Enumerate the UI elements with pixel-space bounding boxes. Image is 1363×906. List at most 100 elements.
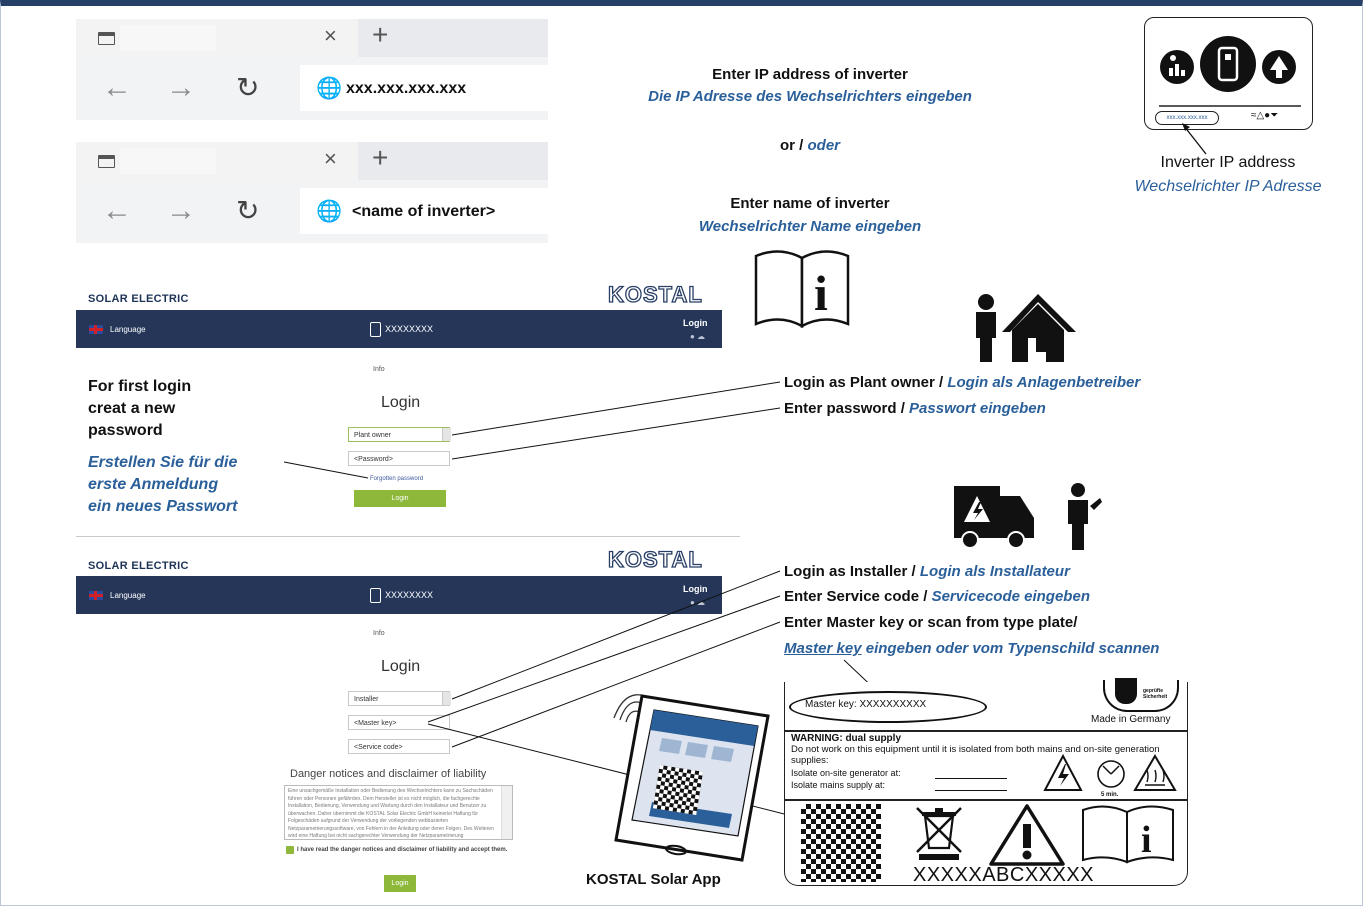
- reload-icon[interactable]: ↻: [236, 195, 260, 226]
- enter-ip-de: Die IP Adresse des Wechselrichters einge…: [648, 88, 972, 105]
- inverter-display: xxx.xxx.xxx.xxx ≈△●⏷: [1144, 17, 1313, 130]
- owner-password-de: Passwort eingeben: [909, 400, 1046, 417]
- accept-checkbox[interactable]: [286, 846, 294, 854]
- owner-login-en: Login as Plant owner /: [784, 374, 944, 391]
- device-icon: [370, 322, 381, 337]
- globe-icon: 🌐: [316, 77, 343, 100]
- master-key-field[interactable]: <Master key>: [348, 715, 450, 730]
- tab-window-icon: [98, 155, 115, 168]
- new-tab-icon[interactable]: +: [372, 19, 389, 50]
- danger-notice-text[interactable]: Eine unsachgemäße Installation oder Bedi…: [284, 785, 513, 840]
- certification-text: geprüfte Sicherheit: [1143, 688, 1168, 700]
- master-key-step-en: Enter Master key or scan from type plate…: [784, 614, 1078, 631]
- first-login-en-3: password: [88, 422, 163, 439]
- datamatrix-code: [801, 804, 881, 882]
- or-line: or / oder: [710, 137, 910, 154]
- manual-info-icon: i: [754, 250, 850, 329]
- owner-password-en: Enter password /: [784, 400, 905, 417]
- kostal-logo: KOSTAL: [607, 546, 703, 572]
- installer-login-de: Login als Installateur: [919, 563, 1070, 580]
- kostal-logo: KOSTAL: [607, 281, 703, 307]
- login-title: Login: [381, 658, 421, 675]
- header-login-link[interactable]: Login: [683, 584, 708, 594]
- first-login-en-2: creat a new: [88, 400, 176, 417]
- close-tab-icon[interactable]: ×: [324, 146, 337, 171]
- isolate-mains: Isolate mains supply at:: [791, 780, 886, 790]
- forgotten-password-link[interactable]: Forgotten password: [370, 476, 424, 482]
- generator-line: [935, 778, 1007, 779]
- select-arrow-icon[interactable]: [442, 692, 451, 705]
- kostal-header-bar: Language XXXXXXXX Login ● ☁: [76, 576, 722, 614]
- reload-icon[interactable]: ↻: [236, 72, 260, 103]
- back-arrow-icon[interactable]: ←: [102, 194, 132, 227]
- address-bar[interactable]: 🌐 <name of inverter>: [300, 188, 548, 234]
- section-divider: [76, 536, 740, 537]
- ip-pill: xxx.xxx.xxx.xxx: [1155, 111, 1219, 125]
- inverter-caption-de: Wechselrichter IP Adresse: [1134, 178, 1322, 195]
- owner-login-de: Login als Anlagenbetreiber: [947, 374, 1141, 391]
- tab-title-blank: [120, 25, 216, 51]
- select-arrow-icon[interactable]: [442, 428, 451, 441]
- certification-mark: geprüfte Sicherheit: [1103, 678, 1179, 712]
- svg-text:i: i: [1141, 819, 1152, 861]
- weee-bin-icon: [916, 807, 962, 860]
- five-minutes: 5 min.: [1101, 792, 1119, 798]
- first-login-de-3: ein neues Passwort: [88, 498, 238, 515]
- isolate-generator: Isolate on-site generator at:: [791, 768, 901, 778]
- login-button[interactable]: Login: [354, 490, 446, 507]
- certification-icon: [1115, 678, 1137, 704]
- back-arrow-icon[interactable]: ←: [102, 71, 132, 104]
- browser-tab[interactable]: ×: [76, 142, 358, 180]
- browser-tab[interactable]: ×: [76, 19, 358, 57]
- first-login-en-1: For first login: [88, 378, 192, 395]
- master-key-ellipse: [789, 691, 987, 723]
- uk-flag-icon: [89, 591, 103, 600]
- service-code-en: Enter Service code /: [784, 588, 928, 605]
- new-tab-icon[interactable]: +: [372, 142, 389, 173]
- login-button[interactable]: Login: [384, 875, 416, 892]
- role-select[interactable]: Installer: [348, 691, 450, 706]
- forward-arrow-icon[interactable]: →: [166, 194, 196, 227]
- first-login-en: For first login creat a new password: [88, 376, 191, 442]
- first-login-de-1: Erstellen Sie für die: [88, 454, 238, 471]
- master-key-de-1: Master key: [784, 640, 862, 657]
- master-key-step-de: Master key eingeben oder vom Typenschild…: [784, 640, 1159, 657]
- browser-window-name: × + ← → ↻ 🌐 <name of inverter>: [76, 142, 548, 243]
- header-login-link[interactable]: Login: [683, 318, 708, 328]
- svg-text:i: i: [814, 265, 828, 321]
- danger-scrollbar[interactable]: [501, 786, 512, 839]
- master-key-de-2: eingeben oder vom Typenschild scannen: [861, 640, 1160, 657]
- warning-text: Do not work on this equipment until it i…: [791, 744, 1160, 766]
- ip-pointer-arrow: [1182, 123, 1207, 155]
- device-name: XXXXXXXX: [385, 590, 434, 600]
- serial-number: XXXXXABCXXXXX: [913, 864, 1095, 886]
- browser-window-ip: × + ← → ↻ 🌐 xxx.xxx.xxx.xxx: [76, 19, 548, 120]
- tab-window-icon: [98, 32, 115, 45]
- owner-password-step: Enter password / Passwort eingeben: [784, 400, 1046, 417]
- info-link[interactable]: Info: [373, 366, 385, 373]
- language-menu[interactable]: Language: [110, 325, 146, 334]
- info-link[interactable]: Info: [373, 630, 385, 637]
- close-tab-icon[interactable]: ×: [324, 23, 337, 48]
- password-field[interactable]: <Password>: [348, 451, 450, 466]
- accept-label: I have read the danger notices and discl…: [297, 847, 508, 853]
- made-in-germany: Made in Germany: [1091, 714, 1171, 725]
- owner-login-step: Login as Plant owner / Login als Anlagen…: [784, 374, 1140, 391]
- language-menu[interactable]: Language: [110, 591, 146, 600]
- warning-symbols: [1043, 753, 1177, 791]
- installer-login-step: Login as Installer / Login als Installat…: [784, 563, 1070, 580]
- service-code-de: Servicecode eingeben: [931, 588, 1090, 605]
- plant-owner-icon: [976, 294, 1076, 362]
- address-bar[interactable]: 🌐 xxx.xxx.xxx.xxx: [300, 65, 548, 111]
- type-plate: Master key: XXXXXXXXXX geprüfte Sicherhe…: [784, 678, 1188, 886]
- enter-name-de: Wechselrichter Name eingeben: [698, 218, 922, 235]
- installer-service-icon: [954, 483, 1102, 550]
- forward-arrow-icon[interactable]: →: [166, 71, 196, 104]
- qr-code: [652, 764, 704, 816]
- service-code-field[interactable]: <Service code>: [348, 739, 450, 754]
- first-login-de: Erstellen Sie für die erste Anmeldung ei…: [88, 452, 237, 518]
- device-name: XXXXXXXX: [385, 324, 434, 334]
- nav-bar: ← → ↻ 🌐 xxx.xxx.xxx.xxx: [76, 57, 548, 120]
- device-icon: [370, 588, 381, 603]
- or-en: or /: [779, 137, 804, 154]
